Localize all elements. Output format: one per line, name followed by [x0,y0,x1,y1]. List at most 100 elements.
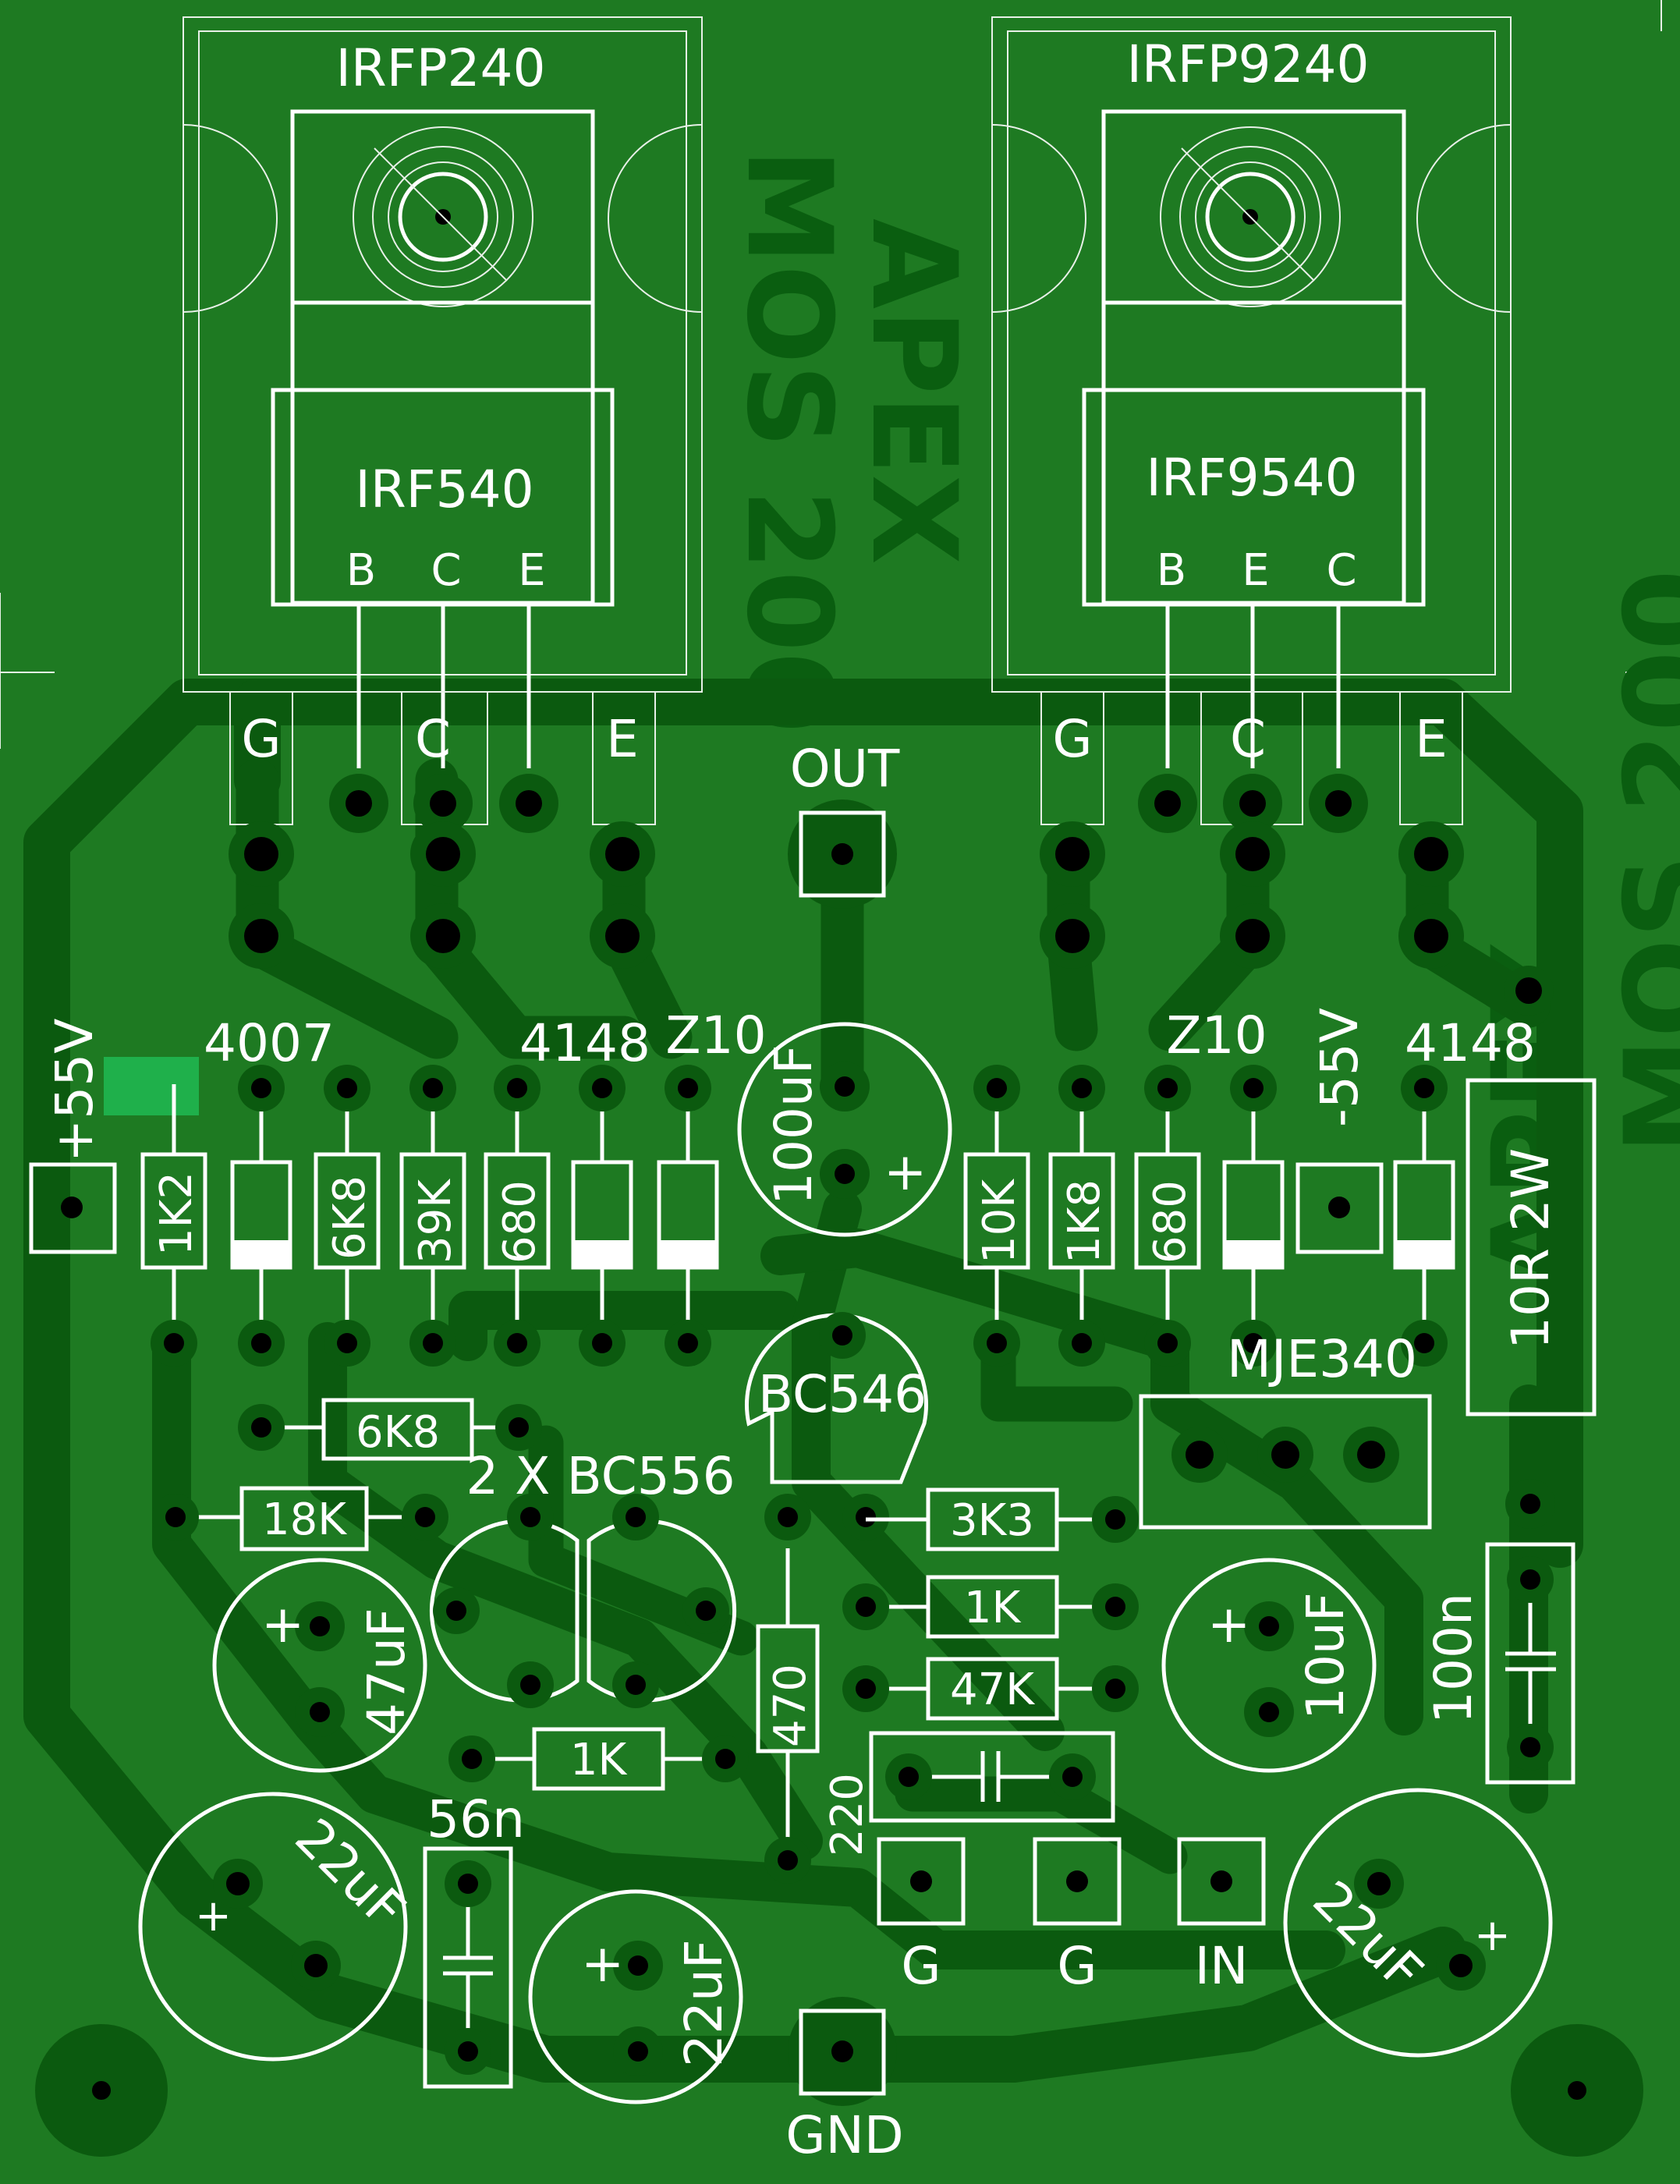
input-terminals: G G IN GND [785,1837,1266,2165]
resistor-1k8-label: 1K8 [1059,1179,1110,1264]
out-terminal: OUT [788,739,900,909]
pad [579,1065,626,1112]
pad [410,821,476,887]
q-left-g-label: G [241,709,281,769]
cap-47uf: + 47uF [212,1558,427,1773]
resistor-3k3: 3K3 [866,1487,1139,1551]
pad [973,1065,1020,1112]
pad [1401,1065,1448,1112]
pad [494,1065,541,1112]
resistor-1k-b-label: 1K [570,1735,628,1785]
pad [499,774,558,833]
row-pads [151,1065,1448,1367]
pad [1230,1065,1277,1112]
resistor-680a-label: 680 [494,1180,545,1264]
terminal-in-label: IN [1195,1936,1249,1996]
watermark-mos200-right: MOS 200 [1600,569,1680,1154]
resistor-10r-2w: 10R 2W [1466,1078,1597,1416]
terminal-g1-label: G [901,1936,941,1996]
pad [973,1320,1020,1367]
q-left: IRFP240 IRF540 B C E G C E [183,16,703,825]
pad [1309,774,1368,833]
cap-220-label: 220 [822,1773,873,1856]
cap-22uf-mid-label: 22uF [674,1939,734,2067]
cap-100n: 100n [1423,1479,1575,1785]
pad [494,1320,541,1367]
resistor-1k-b: 1K [448,1727,749,1791]
pad [1401,1320,1448,1367]
cap-100uf: 100uF + [737,1022,952,1237]
z10-left-label: Z10 [665,1005,766,1065]
cap-22uf-right-plus: + [1474,1910,1511,1961]
transistor-bc546: BC546 [745,1312,928,1540]
resistor-470: 470 [756,1548,820,1884]
resistor-1k2: 1K2 [140,1084,207,1338]
watermark-group: APEX MOS 200 APEX MOS 200 [721,148,1680,1287]
resistor-6k8-horizontal-label: 6K8 [356,1407,440,1458]
q-left-alt-label: IRF540 [355,459,533,519]
resistor-3k3-label: 3K3 [950,1495,1034,1546]
pad [1144,1065,1191,1112]
cap-100n-label: 100n [1423,1593,1483,1724]
bc546-label: BC546 [758,1364,927,1424]
minus55-label: -55V [1310,1008,1370,1127]
q-left-c-label: C [415,709,451,769]
pad [590,903,655,969]
cap-22uf-mid: + 22uF [528,1889,743,2104]
transistor-bc556-pair: 2 X BC556 [429,1446,737,1708]
q-right-main-label: IRFP9240 [1126,34,1369,94]
pad [238,1320,285,1367]
pad [238,1065,285,1112]
d4148-right-label: 4148 [1405,1013,1536,1073]
pad [590,821,655,887]
resistor-1k-a: 1K [842,1575,1139,1639]
cap-10uf-plus: + [1207,1594,1250,1654]
cap-100uf-plus: + [884,1142,927,1202]
resistor-680b: 680 [1134,1084,1201,1338]
watermark-mos200: MOS 200 [721,148,856,733]
resistor-10k-label: 10K [974,1179,1025,1264]
terminal-g2: G [1033,1837,1122,1996]
cap-220: 220 [822,1731,1115,1856]
cap-47uf-label: 47uF [356,1608,416,1736]
terminal-gnd-label: GND [785,2105,903,2165]
pad [1058,1320,1105,1367]
q-left-e-label: E [606,709,639,769]
pad [579,1320,626,1367]
d4007-label: 4007 [204,1013,335,1073]
mounting-holes [35,2024,1643,2157]
pad [329,774,388,833]
pad [229,903,294,969]
pad [409,1320,456,1367]
cap-10uf: + 10uF [1161,1558,1377,1773]
pad [229,821,294,887]
pad [1220,903,1285,969]
watermark-apex: APEX [845,218,981,565]
bc556-label: 2 X BC556 [466,1446,735,1506]
resistor-39k-label: 39K [410,1179,461,1264]
out-label: OUT [790,739,900,799]
pad [1058,1065,1105,1112]
cap-22uf-left-plus: + [195,1891,232,1941]
cap-56n-label: 56n [427,1789,525,1849]
resistor-18k: 18K [152,1486,448,1551]
resistor-680a: 680 [484,1084,551,1338]
q-right-g-label: G [1052,709,1092,769]
pad [665,1320,711,1367]
resistor-6k8-horizontal: 6K8 [238,1398,542,1461]
resistor-18k-label: 18K [262,1494,347,1545]
pad [410,903,476,969]
cap-22uf-mid-plus: + [581,1934,624,1994]
q-right-alt-label: IRF9540 [1146,448,1357,508]
d4148-left-label: 4148 [519,1013,650,1073]
pad [1144,1320,1191,1367]
minus55-pad [1295,1162,1384,1254]
pad [324,1320,370,1367]
marker-green [104,1057,199,1115]
q-left-main-label: IRFP240 [335,38,545,98]
q-left-pin-b: B [346,545,376,596]
cap-56n: 56n [423,1789,525,2089]
pad [151,1320,197,1367]
q-right-c-label: C [1230,709,1266,769]
pad [1138,774,1197,833]
